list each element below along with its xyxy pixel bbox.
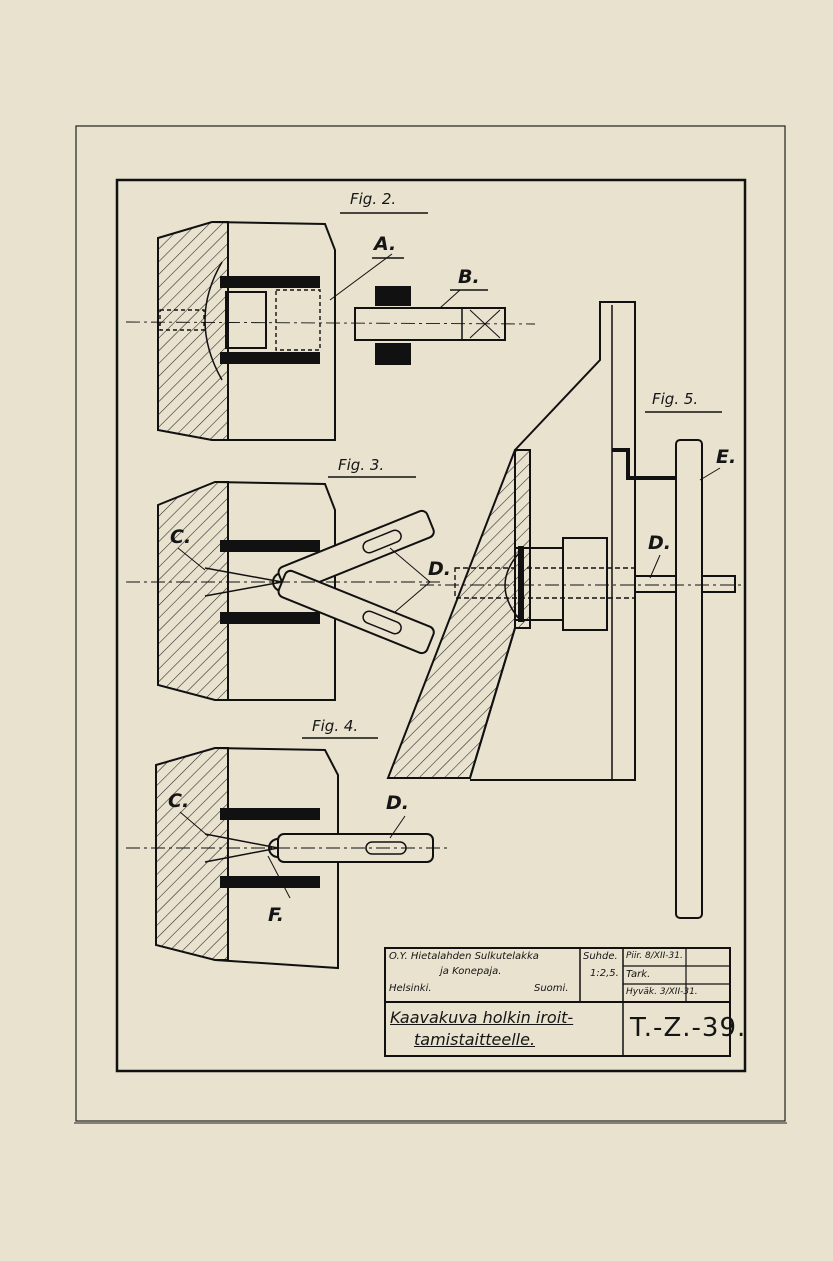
fig3-lever-upper-slot xyxy=(362,529,402,554)
figure-2-label: Fig. 2. xyxy=(350,190,397,208)
fig4-hatched-body xyxy=(155,747,229,961)
figure-5-drawing xyxy=(386,301,745,919)
fig2-cavity xyxy=(204,261,223,381)
title-block-company-line2: ja Konepaja. xyxy=(440,966,502,977)
title-block-drawn: Piir. 8/XII-31. xyxy=(626,951,683,961)
fig3-sleeve-top xyxy=(220,540,320,552)
fig3-hatched-body xyxy=(157,481,229,701)
drawing-number: T.-Z.-39. xyxy=(630,1013,747,1043)
fig2-sleeve-bottom xyxy=(220,352,320,364)
figure-2-drawing xyxy=(125,212,536,441)
part-label-c-fig3: C. xyxy=(170,526,192,548)
part-label-f: F. xyxy=(268,904,285,926)
fig5-bushing xyxy=(562,537,608,631)
title-block-approved: Hyväk. 3/XII-31. xyxy=(626,987,698,997)
fig5-collar xyxy=(518,546,524,622)
drawing-frame xyxy=(115,178,747,1073)
part-label-d-fig4: D. xyxy=(386,792,409,814)
fig3-housing xyxy=(214,481,336,701)
title-block-checked: Tark. xyxy=(626,969,651,980)
title-block-grid xyxy=(384,947,731,1057)
fig4-leader-f xyxy=(267,855,291,899)
title-block-scale-value: 1:2,5. xyxy=(590,968,619,979)
fig2-centerline xyxy=(125,321,536,325)
figure-5-label: Fig. 5. xyxy=(652,390,699,408)
fig2-hatched-body xyxy=(157,221,229,441)
fig5-leader-d xyxy=(649,554,661,579)
figure-4-drawing xyxy=(126,737,450,970)
fig2-housing xyxy=(211,221,336,441)
fig3-lever-lower-slot xyxy=(362,610,402,635)
part-label-a: A. xyxy=(374,233,397,255)
title-block-scale-label: Suhde. xyxy=(583,951,618,962)
fig4-leader-d xyxy=(389,815,406,839)
fig2-leader-a xyxy=(329,253,393,301)
fig4-sleeve-top xyxy=(220,808,320,820)
title-block-company: O.Y. Hietalahden Sulkutelakka xyxy=(389,951,539,962)
fig3-leader-d-lower xyxy=(394,581,431,613)
fig2-sleeve-inner xyxy=(225,291,267,349)
drawing-title-line2: tamistaitteelle. xyxy=(414,1030,536,1049)
drawing-title-line1: Kaavakuva holkin iroit- xyxy=(390,1008,574,1027)
fig2-sleeve-top xyxy=(220,276,320,288)
title-block-country: Suomi. xyxy=(534,983,569,994)
part-label-b: B. xyxy=(458,266,480,288)
fig4-leader-c xyxy=(179,811,209,837)
fig4-sleeve-bottom xyxy=(220,876,320,888)
fig5-handwheel-e xyxy=(675,439,703,919)
part-label-c-fig4: C. xyxy=(168,790,190,812)
figure-4-label: Fig. 4. xyxy=(312,717,359,735)
fig5-bracket xyxy=(612,448,676,480)
part-label-e: E. xyxy=(716,446,737,468)
fig3-sleeve-bottom xyxy=(220,612,320,624)
figure-3-drawing xyxy=(126,476,440,701)
part-label-d-fig5: D. xyxy=(648,532,671,554)
title-block-city: Helsinki. xyxy=(389,983,432,994)
fig2-bushing xyxy=(275,289,321,351)
figure-3-label: Fig. 3. xyxy=(338,456,385,474)
fig3-leader-c xyxy=(177,547,206,571)
fig3-leader-d-upper xyxy=(389,547,431,583)
fig2-tool-a-lower xyxy=(375,343,411,365)
fig2-leader-b xyxy=(439,289,461,309)
fig4-housing xyxy=(214,747,339,970)
fig5-leader-e xyxy=(699,467,721,481)
fig2-bore xyxy=(159,309,205,331)
fig2-tool-a-upper xyxy=(375,286,411,306)
part-label-d-fig3: D. xyxy=(428,558,451,580)
